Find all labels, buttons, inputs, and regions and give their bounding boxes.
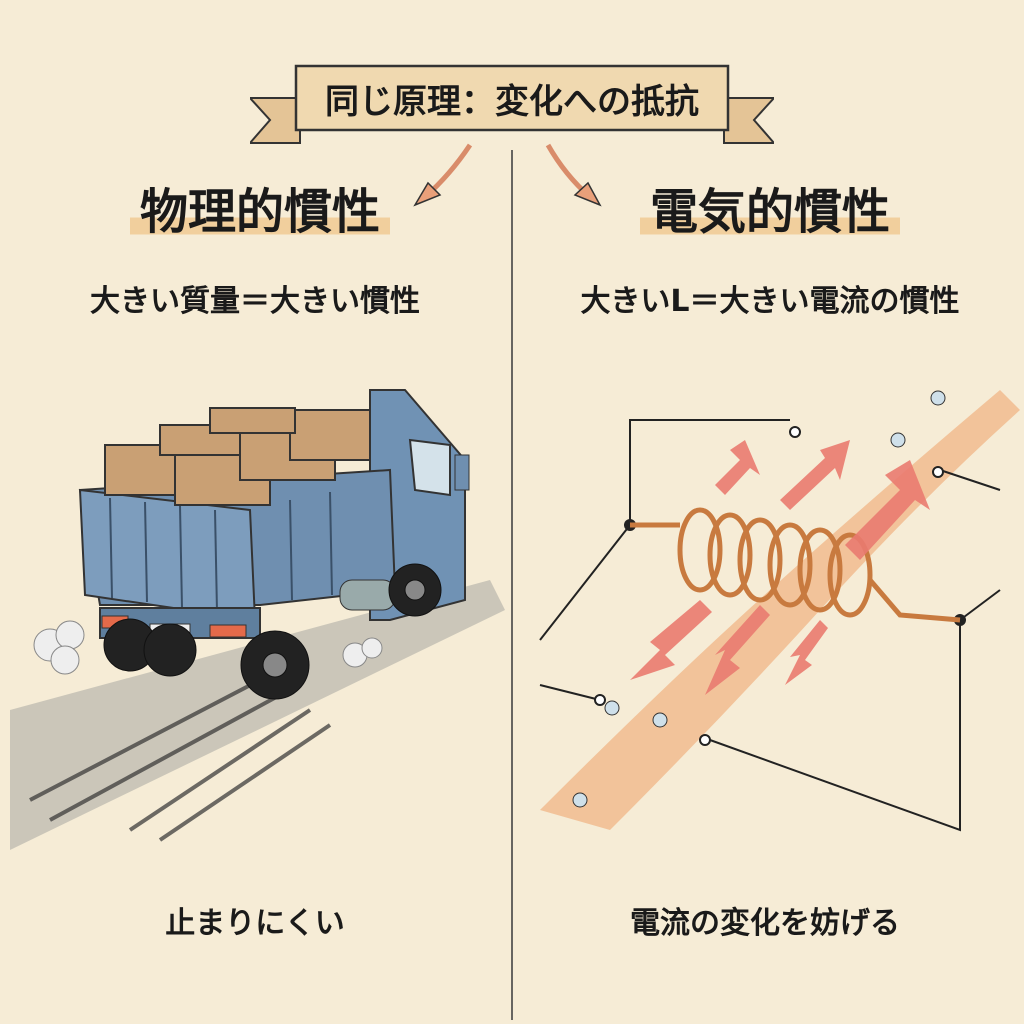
dust-clouds	[33, 620, 383, 675]
circuit-wires	[539, 419, 1001, 832]
physical-inertia-heading-text: 物理的慣性	[129, 184, 390, 240]
cargo-boxes	[104, 407, 371, 506]
electrical-inertia-caption: 電流の変化を妨げる	[630, 906, 900, 941]
banner-ribbon	[250, 64, 774, 144]
up-arrows	[715, 440, 930, 560]
truck-wheels	[103, 563, 442, 700]
electrical-inertia-subtitle: 大きいL＝大きい電流の慣性	[580, 284, 960, 319]
physical-inertia-caption: 止まりにくい	[165, 906, 345, 941]
down-arrows	[630, 600, 828, 695]
electrons	[572, 390, 946, 808]
banner-title: 同じ原理：変化への抵抗	[325, 81, 699, 122]
split-arrows-icon	[413, 143, 602, 207]
electrical-inertia-heading: 電気的慣性	[580, 172, 960, 242]
inductor-coil	[630, 507, 961, 623]
current-flow-band	[540, 390, 1020, 830]
truck-illustration	[10, 389, 505, 850]
physical-inertia-subtitle: 大きい質量＝大きい慣性	[90, 284, 420, 319]
physical-inertia-heading: 物理的慣性	[70, 172, 450, 242]
electrical-inertia-heading-text: 電気的慣性	[639, 184, 900, 240]
truck-body	[78, 389, 470, 639]
center-divider	[511, 150, 513, 1020]
inductor-illustration	[539, 390, 1020, 832]
